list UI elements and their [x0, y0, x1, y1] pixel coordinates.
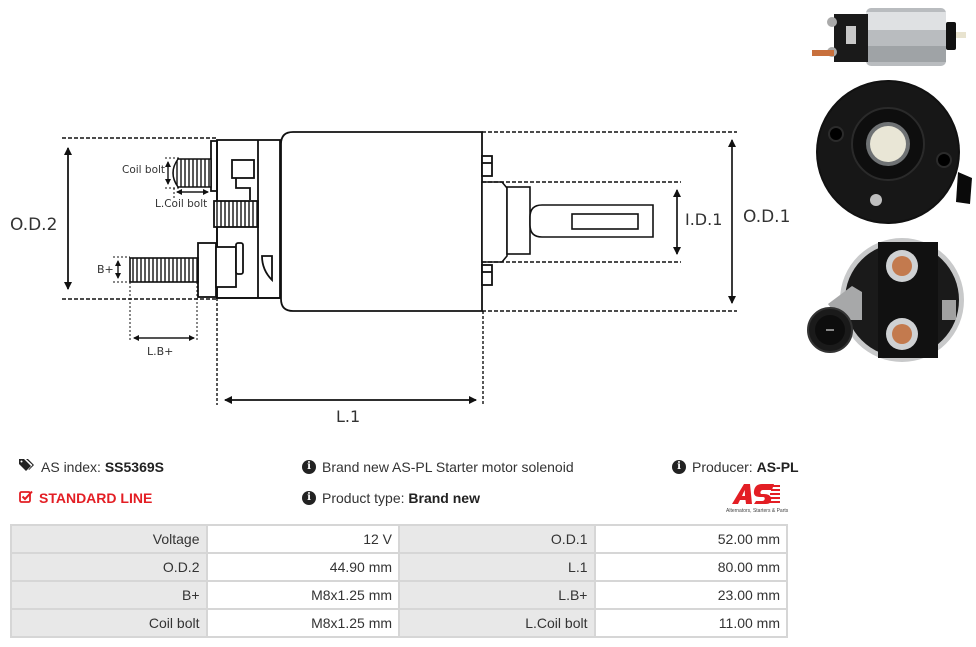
technical-drawing: O.D.2 Coil bolt L.Coil bolt — [10, 131, 790, 426]
spec-label: L.Coil bolt — [398, 608, 596, 638]
table-row: Voltage 12 V O.D.1 52.00 mm — [10, 524, 788, 554]
product-photo-rear[interactable] — [806, 236, 970, 366]
spec-value: 44.90 mm — [205, 552, 401, 582]
coil-bolt-label: Coil bolt — [122, 164, 165, 176]
od2-label: O.D.2 — [10, 215, 57, 235]
l1-dimension — [216, 298, 484, 405]
l-coil-bolt-label: L.Coil bolt — [155, 198, 207, 210]
id1-label: I.D.1 — [685, 210, 722, 229]
as-index-value: SS5369S — [104, 459, 164, 475]
table-row: O.D.2 44.90 mm L.1 80.00 mm — [10, 552, 788, 582]
info-icon: i — [302, 491, 316, 505]
spec-label: L.B+ — [398, 580, 596, 610]
info-icon: i — [302, 460, 316, 474]
as-index: AS index: SS5369S — [19, 458, 164, 476]
checkbox-checked-icon — [19, 489, 33, 507]
spec-label: L.1 — [398, 552, 596, 582]
l1-label: L.1 — [336, 407, 360, 426]
as-pl-logo[interactable]: Alternators, Starters & Parts — [726, 482, 806, 514]
spec-value: M8x1.25 mm — [205, 608, 401, 638]
plunger — [481, 181, 654, 263]
logo-tagline: Alternators, Starters & Parts — [726, 508, 789, 514]
spec-value: 12 V — [205, 524, 401, 554]
spec-value: 11.00 mm — [593, 608, 788, 638]
id1-dimension — [482, 181, 681, 263]
coil-bolt — [172, 158, 212, 188]
spec-label: O.D.1 — [398, 524, 596, 554]
table-row: B+ M8x1.25 mm L.B+ 23.00 mm — [10, 580, 788, 610]
spec-value: 80.00 mm — [593, 552, 788, 582]
b-plus-label: B+ — [97, 263, 114, 276]
spec-label: B+ — [10, 580, 208, 610]
product-type-value: Brand new — [408, 490, 480, 506]
od1-dimension — [482, 131, 737, 312]
spec-value: 52.00 mm — [593, 524, 788, 554]
product-photo-side[interactable] — [806, 4, 970, 68]
coil-bolt-dimension — [165, 157, 209, 198]
spec-label: Voltage — [10, 524, 208, 554]
od1-label: O.D.1 — [743, 207, 790, 227]
tags-icon — [19, 458, 35, 476]
info-icon: i — [672, 460, 686, 474]
spec-value: M8x1.25 mm — [205, 580, 401, 610]
table-row: Coil bolt M8x1.25 mm L.Coil bolt 11.00 m… — [10, 608, 788, 638]
spec-value: 23.00 mm — [593, 580, 788, 610]
spec-label: O.D.2 — [10, 552, 208, 582]
od2-dimension — [62, 137, 217, 300]
l-b-plus-label: L.B+ — [147, 345, 173, 358]
b-plus-terminal — [129, 257, 199, 283]
producer-value: AS-PL — [756, 459, 799, 475]
standard-line-badge: STANDARD LINE — [19, 489, 152, 507]
producer: i Producer: AS-PL — [672, 458, 799, 476]
product-type: i Product type: Brand new — [302, 489, 480, 507]
solenoid-body — [280, 131, 493, 312]
b-plus-dimension — [113, 256, 198, 342]
product-description: i Brand new AS-PL Starter motor solenoid — [302, 458, 574, 476]
spec-label: Coil bolt — [10, 608, 208, 638]
solenoid-terminal-housing — [197, 139, 281, 299]
specifications-table: Voltage 12 V O.D.1 52.00 mm O.D.2 44.90 … — [10, 524, 788, 638]
product-photo-front[interactable] — [808, 72, 972, 224]
